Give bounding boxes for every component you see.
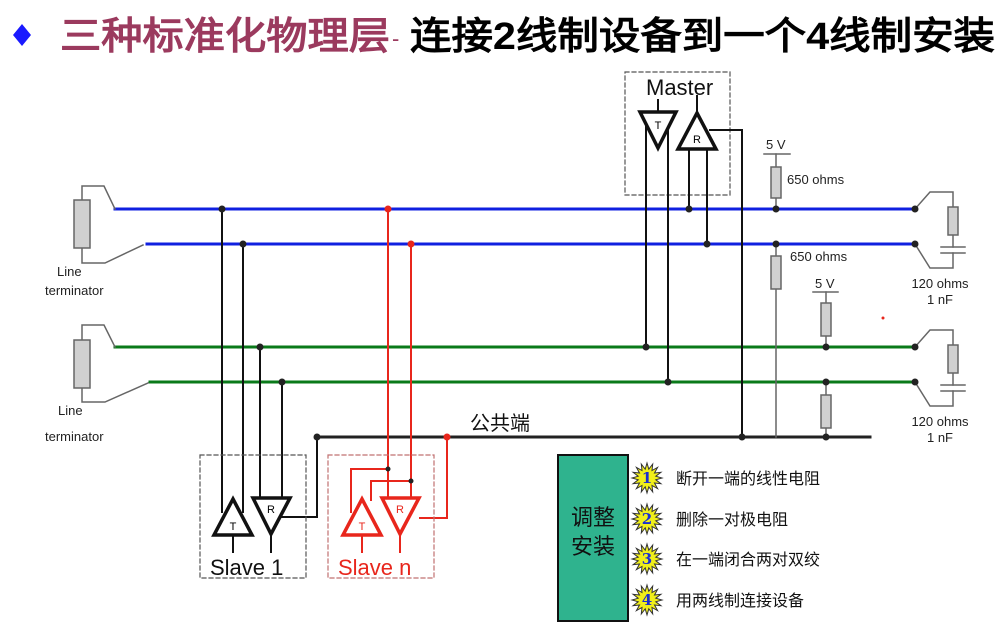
rc-terminator-1 [913,191,966,269]
line-terminator-2 [73,324,149,403]
master-r-letter: R [693,134,701,146]
step-2-starburst-icon [630,502,664,536]
adjust-install-box [557,454,629,622]
common-label: 公共端 [470,412,530,435]
slave1-t-letter: T [230,521,237,533]
slave1-receiver-icon [250,496,293,538]
step-1-starburst-icon [630,461,664,495]
bullet-diamond-icon [13,24,31,46]
step-text: 在一端闭合两对双绞 [676,551,820,569]
step-text: 删除一对极电阻 [676,511,788,529]
box-label-line2: 安装 [571,534,615,559]
master-label: Master [646,75,713,100]
step-text: 用两线制连接设备 [676,592,804,610]
line-terminator-1 [73,185,144,264]
terminator1-label-line: Line [57,264,82,279]
master-t-letter: T [655,120,662,132]
box-label-line1: 调整 [571,505,615,530]
step-number: 4 [642,591,652,609]
slave1-label: Slave 1 [210,555,283,580]
slaven-r-letter: R [396,504,404,516]
bias-label-2: 650 ohms [790,249,848,264]
bias-resistor-1 [770,166,782,199]
supply-5v-2: 5 V [815,276,835,291]
step-4-starburst-icon [630,583,664,617]
slave1-r-letter: R [267,504,275,516]
step-number: 3 [642,550,652,568]
master-transmitter-icon [637,110,679,152]
master-receiver-icon [675,109,719,151]
bias-resistor-4 [820,394,832,429]
title-part1: 三种标准化物理层 [60,16,390,58]
terminator1-label-word: terminator [45,283,104,298]
term1-resistor-label: 120 ohms [911,276,969,291]
step-number: 1 [642,469,652,487]
slaven-label: Slave n [338,555,411,580]
bias-resistor-2 [770,255,782,290]
title-part2: 连接2线制设备到一个4线制安装 [410,16,995,58]
slaven-t-letter: T [359,521,366,533]
term2-cap-label: 1 nF [927,430,953,445]
slaven-box [327,454,435,579]
rc-terminator-2 [913,329,966,407]
slave1-box [199,454,307,579]
slaven-transmitter-icon [340,495,384,537]
adjust-install-legend: 调整 安装 1 断开一端的线性电阻 2 删除一对极电阻 3 在一端闭合两对双绞 4 用两线制连… [557,454,820,622]
terminator2-label-line: Line [58,403,83,418]
step-number: 2 [642,510,652,528]
supply-5v-1: 5 V [766,137,786,152]
bus-diagram [73,71,966,579]
bias-label-1: 650 ohms [787,172,845,187]
term1-cap-label: 1 nF [927,292,953,307]
step-text: 断开一端的线性电阻 [676,470,820,488]
slave1-transmitter-icon [211,495,255,537]
term2-resistor-label: 120 ohms [911,414,969,429]
master-box [624,71,731,196]
step-3-starburst-icon [630,542,664,576]
slaven-receiver-icon [379,496,422,538]
title-separator: - [392,26,399,51]
terminator2-label-word: terminator [45,429,104,444]
bias-resistor-3 [820,302,832,337]
